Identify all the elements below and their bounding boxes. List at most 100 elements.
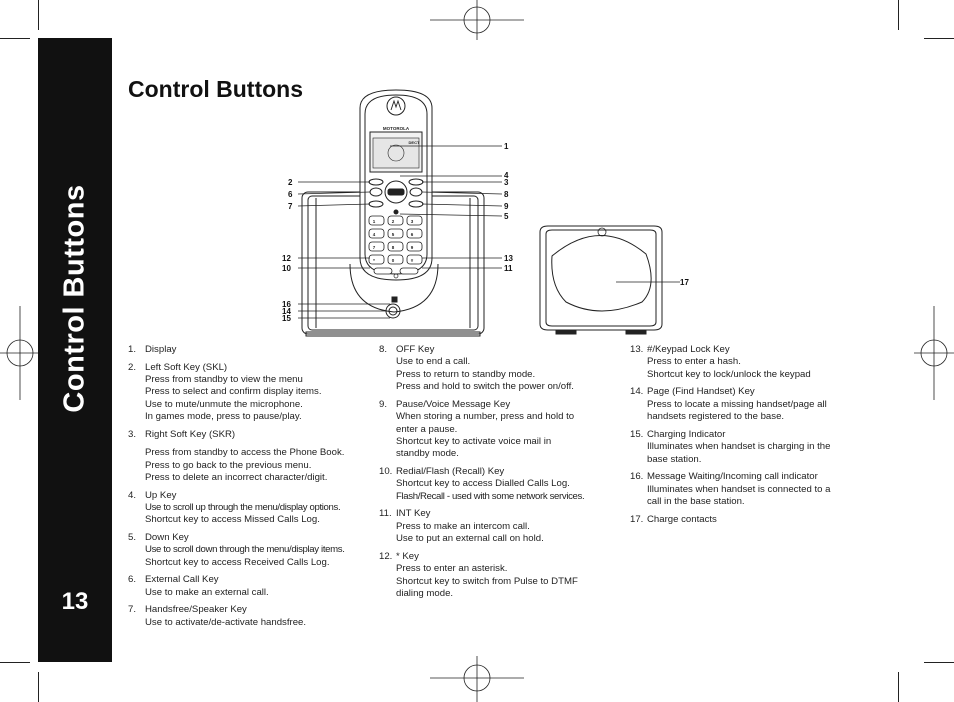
callout-5: 5 (504, 212, 509, 221)
item-text: Shortcut key to access Missed Calls Log. (145, 514, 320, 526)
item-number: 9. (379, 398, 388, 410)
item-text: Press to enter a hash. (647, 356, 741, 368)
item-heading: Charging Indicator (647, 428, 726, 440)
registration-mark-top (430, 0, 524, 40)
item-text: Shortcut key to lock/unlock the keypad (647, 368, 811, 380)
item-text: Shortcut key to access Dialled Calls Log… (396, 478, 570, 490)
crop-mark (0, 662, 30, 663)
crop-mark (924, 662, 954, 663)
crop-mark (0, 38, 30, 39)
item-number: 6. (128, 574, 137, 586)
callout-9: 9 (504, 202, 509, 211)
item-text: Use to scroll down through the menu/disp… (145, 544, 345, 556)
item-heading: Charge contacts (647, 513, 717, 525)
item-heading: External Call Key (145, 574, 219, 586)
item-text: Press from standby to access the Phone B… (145, 447, 345, 459)
item-text: Use to make an external call. (145, 586, 269, 598)
item-text: Press to return to standby mode. (396, 368, 536, 380)
item-number: 1. (128, 344, 137, 355)
crop-mark (898, 0, 899, 30)
registration-mark-bottom (430, 656, 524, 702)
item-text: Shortcut key to activate voice mail in (396, 436, 552, 448)
item-text: Press to select and confirm display item… (145, 386, 322, 398)
item-number: 8. (379, 344, 388, 355)
registration-mark-right (914, 306, 954, 400)
item-heading: Redial/Flash (Recall) Key (396, 466, 505, 478)
item-heading: Message Waiting/Incoming call indicator (647, 471, 818, 483)
item-text: Shortcut key to switch from Pulse to DTM… (396, 575, 578, 587)
item-text: Use to mute/unmute the microphone. (145, 398, 303, 410)
item-text: Press to enter an asterisk. (396, 563, 508, 575)
item-text: Press to go back to the previous menu. (145, 459, 312, 471)
key-label: 8 (392, 245, 395, 250)
base-station (539, 225, 663, 335)
callout-6: 6 (288, 190, 293, 199)
key-label: 4 (373, 232, 376, 237)
callout-2: 2 (288, 178, 293, 187)
callout-12: 12 (282, 254, 291, 263)
callout-16: 16 (282, 300, 291, 309)
item-text: dialing mode. (396, 588, 454, 600)
item-heading: Right Soft Key (SKR) (145, 428, 236, 440)
callout-14: 14 (282, 307, 291, 316)
callout-17: 17 (680, 278, 689, 287)
callout-3: 3 (504, 178, 509, 187)
item-heading: Up Key (145, 489, 177, 501)
item-number: 10. (379, 466, 393, 478)
key-label: # (411, 258, 414, 263)
item-text: Illuminates when handset is charging in … (647, 441, 831, 453)
callout-15: 15 (282, 314, 291, 323)
item-heading: Page (Find Handset) Key (647, 386, 755, 398)
phone-diagram: MOTOROLA DECT 1 2 3 4 5 6 7 8 9 * 0 # (282, 89, 689, 337)
callout-7: 7 (288, 202, 293, 211)
item-text: When storing a number, press and hold to (396, 411, 575, 423)
key-label: 6 (411, 232, 414, 237)
callout-13: 13 (504, 254, 513, 263)
page-title: Control Buttons (128, 76, 304, 102)
item-number: 17. (630, 513, 644, 525)
item-text: In games mode, press to pause/play. (145, 411, 302, 423)
side-title: Control Buttons (58, 183, 91, 413)
callout-4: 4 (504, 171, 509, 180)
item-heading: INT Key (396, 508, 431, 520)
keypad-labels: 1 2 3 4 5 6 7 8 9 * 0 # (373, 219, 414, 263)
item-text: handsets registered to the base. (647, 411, 785, 423)
item-heading: Pause/Voice Message Key (396, 398, 511, 410)
callout-11: 11 (504, 264, 513, 273)
item-heading: Down Key (145, 532, 189, 544)
item-number: 2. (128, 361, 137, 373)
list-item: 2.Left Soft Key (SKL)Press from standby … (128, 362, 368, 424)
item-number: 4. (128, 489, 137, 501)
item-text: Use to put an external call on hold. (396, 533, 544, 545)
list-item: 16.Message Waiting/Incoming call indicat… (630, 471, 860, 508)
list-item: 17.Charge contacts (630, 514, 860, 526)
item-number: 5. (128, 532, 137, 544)
key-label: 0 (392, 258, 395, 263)
item-number: 13. (630, 344, 644, 355)
item-number: 11. (379, 508, 392, 520)
key-label: 5 (392, 232, 395, 237)
item-number: 16. (630, 471, 644, 483)
key-label: 7 (373, 245, 376, 250)
item-text: Use to activate/de-activate handsfree. (145, 616, 307, 628)
crop-mark (38, 0, 39, 30)
item-text: standby mode. (396, 448, 459, 460)
callout-numbers: 1 2 3 4 5 6 7 8 9 10 11 12 13 14 15 16 1… (282, 142, 689, 323)
item-heading: Display (145, 344, 177, 355)
crop-mark (924, 38, 954, 39)
item-number: 3. (128, 428, 137, 440)
item-heading: Left Soft Key (SKL) (145, 361, 228, 373)
item-heading: #/Keypad Lock Key (647, 344, 730, 355)
item-text: Press and hold to switch the power on/of… (396, 381, 574, 393)
